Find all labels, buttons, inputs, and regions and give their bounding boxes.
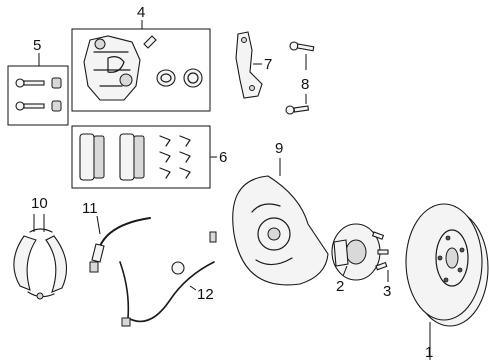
callout-3: 3 [383,283,391,300]
pad-clips [159,135,191,179]
wheel-studs: 3 [371,231,391,300]
brake-pad [79,133,105,181]
callout-1: 1 [425,344,433,360]
caliper-box: 4 [71,4,211,112]
callout-12: 12 [197,286,214,303]
callout-4: 4 [137,4,145,21]
pad-kit-box: 6 [71,125,227,189]
brake-pad [119,133,145,181]
bleeder-screw [143,35,157,49]
callout-9: 9 [275,140,283,157]
caliper-bolt [15,77,62,89]
parking-brake-shoes: 10 [13,195,68,300]
callout-11: 11 [82,200,98,217]
abs-sensor-harness: 12 [119,231,217,327]
caliper-bolt [15,100,62,112]
abs-sensor-11: 11 [82,200,151,273]
bolt-kit-box: 5 [7,37,69,126]
callout-7: 7 [264,56,272,73]
callout-8: 8 [301,76,309,93]
piston-seal [183,68,203,88]
bracket-bolt [289,41,315,52]
callout-10: 10 [31,195,48,212]
caliper-bracket: 7 [235,31,272,99]
callout-2: 2 [336,278,344,295]
brake-rotor: 1 [405,203,489,360]
callout-6: 6 [219,149,227,166]
splash-shield: 9 [232,140,329,286]
bracket-bolts: 8 [285,41,315,115]
callout-5: 5 [33,37,41,54]
bracket-bolt [285,105,310,115]
wheel-hub: 2 [331,223,381,295]
brake-caliper [83,35,141,101]
caliper-piston [156,69,176,87]
